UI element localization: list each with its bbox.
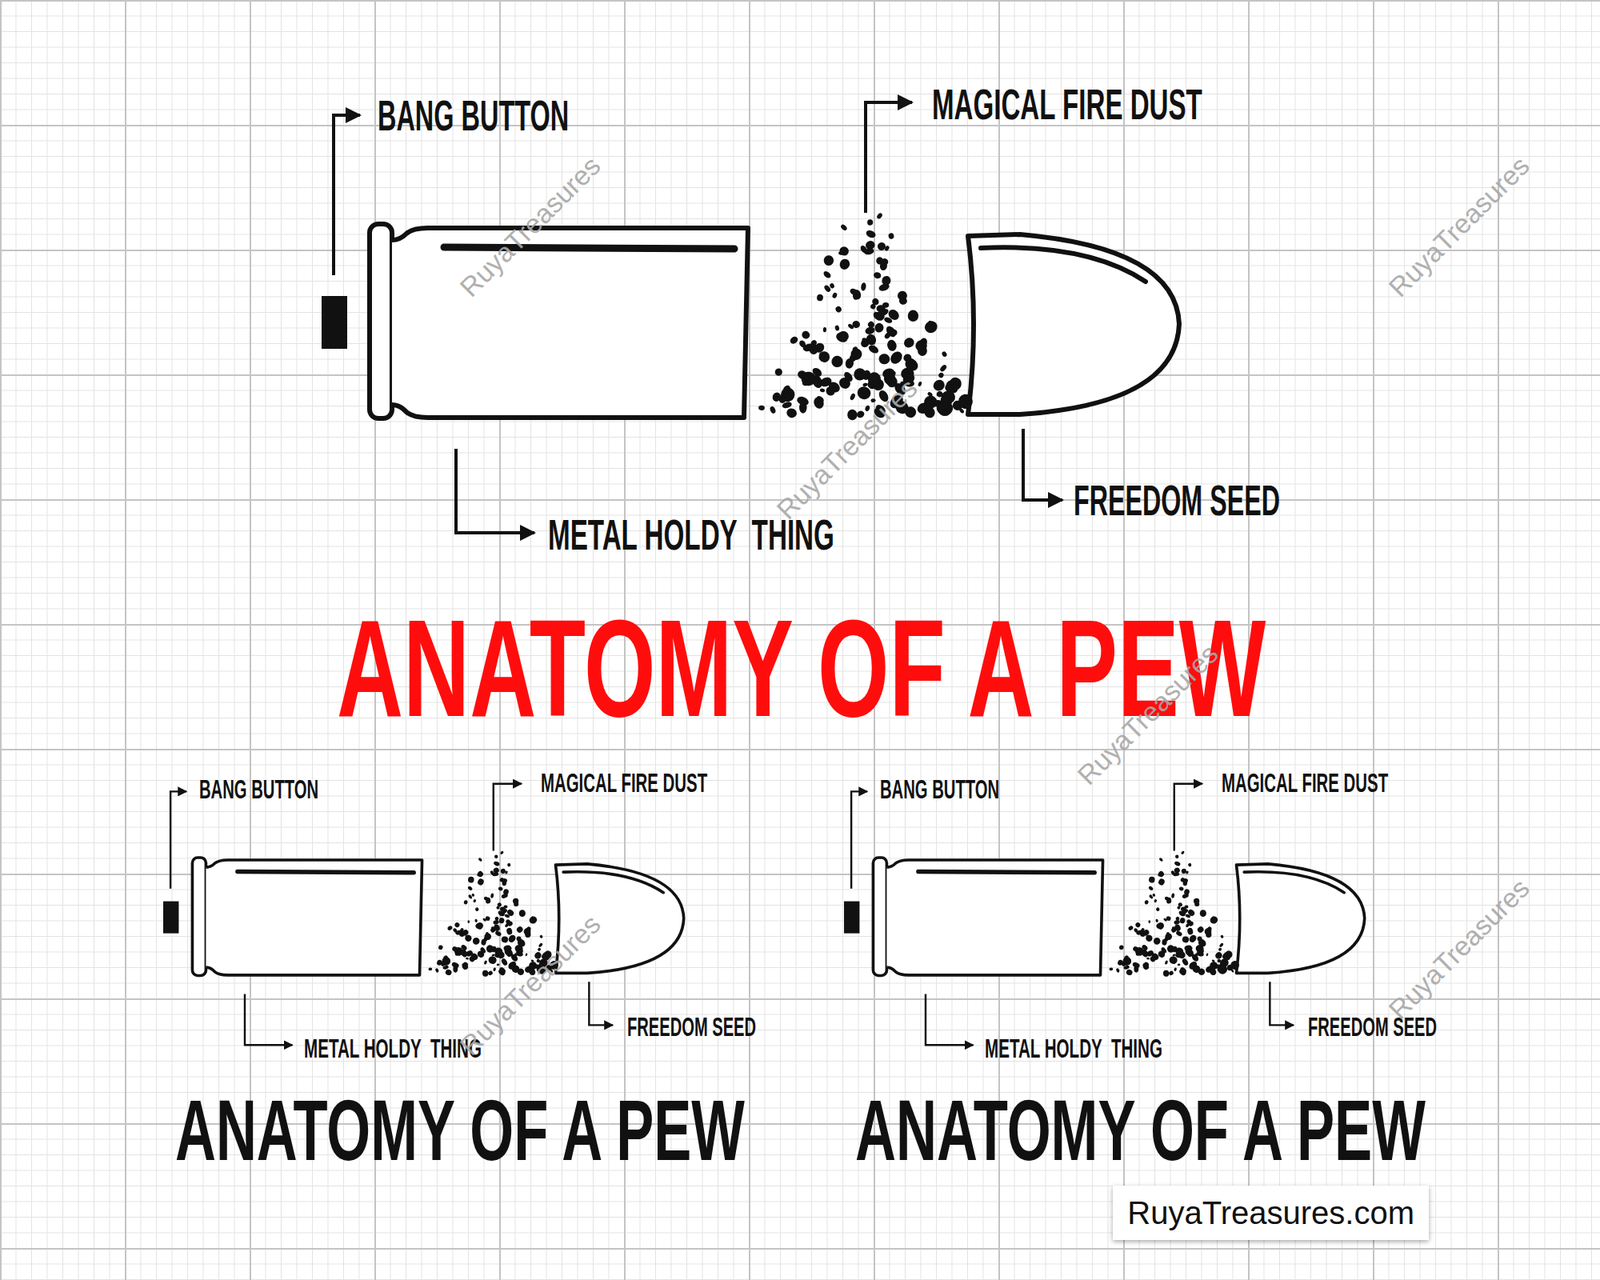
watermark: RuyaTreasures [772,373,923,524]
part-label: MAGICAL FIRE DUST [1221,769,1388,796]
bullet-small-left [163,784,684,1046]
part-label: METAL HOLDY THING [984,1035,1163,1062]
part-label: METAL HOLDY THING [304,1035,482,1062]
bullet-small-right [844,784,1365,1046]
website-badge: RuyaTreasures.com [1112,1185,1429,1240]
part-label: BANG BUTTON [199,776,319,803]
part-label: MAGICAL FIRE DUST [932,82,1203,126]
watermark: RuyaTreasures [1384,151,1535,302]
part-label: MAGICAL FIRE DUST [540,769,708,796]
bullet-large [321,102,1180,533]
part-label: FREEDOM SEED [627,1013,756,1040]
part-label: BANG BUTTON [377,93,569,137]
part-label: FREEDOM SEED [1308,1013,1437,1040]
heading: ANATOMY OF A PEW [175,1087,745,1174]
part-label: BANG BUTTON [880,776,1000,803]
heading: ANATOMY OF A PEW [855,1087,1426,1174]
watermark: RuyaTreasures [1384,873,1535,1024]
part-label: FREEDOM SEED [1073,478,1280,522]
